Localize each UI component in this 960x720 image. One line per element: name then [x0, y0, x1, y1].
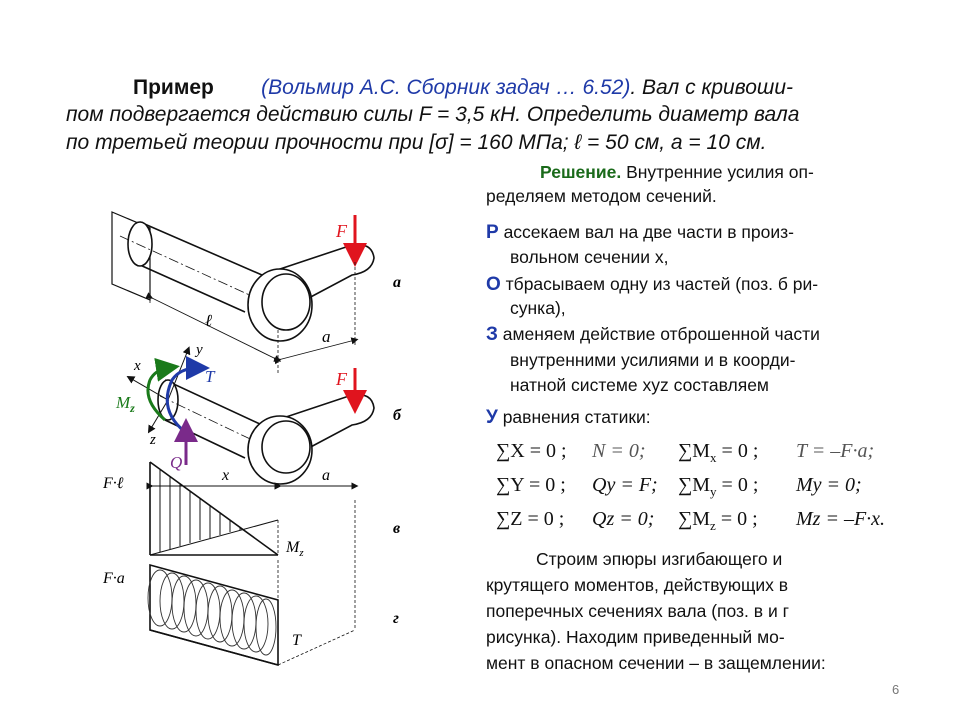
step-letter: З — [486, 324, 498, 345]
equation-row: ∑Y = 0 ; Qy = F; ∑My = 0 ; My = 0; — [496, 474, 896, 508]
t-diagram-label: T — [292, 632, 302, 649]
z-axis-label: z — [149, 432, 156, 448]
crank-hole-b — [261, 420, 311, 474]
a-dim-label: a — [322, 467, 330, 484]
step-replace: З аменяем действие отброшенной части — [486, 322, 820, 347]
eq-val2: T = –F·a; — [796, 440, 875, 462]
solution-text-2: ределяем методом сечений. — [486, 186, 717, 206]
ell-label: ℓ — [205, 311, 212, 330]
step-text: равнения статики: — [502, 407, 651, 427]
mz-arrow — [146, 357, 180, 422]
axis-b — [159, 395, 291, 459]
closing-paragraph: Строим эпюры изгибающего и крутящего мом… — [486, 546, 891, 676]
dim-tick — [277, 629, 356, 666]
step-replace-cont: внутренними усилиями и в коорди- — [510, 350, 796, 370]
torque-base — [149, 629, 279, 666]
figure-b: F y x z T Mz Q x a б — [115, 342, 402, 490]
torque-spiral-hatch — [147, 569, 277, 656]
position-label-b: б — [393, 407, 402, 424]
shaft-end-a — [127, 221, 153, 267]
step-replace-cont2: натной системе xyz составляем — [510, 375, 769, 395]
step-text: ассекаем вал на две части в произ- — [503, 222, 794, 242]
eq-sum2: ∑Mx = 0 ; — [678, 440, 759, 465]
eq-val: Qz = 0; — [592, 508, 655, 530]
figure-v-bending: F·ℓ Mz в — [102, 461, 400, 559]
eq-sum: ∑Y = 0 ; — [496, 474, 566, 496]
crank-hub-a — [247, 268, 313, 342]
step-letter: Р — [486, 222, 499, 243]
example-label: Пример — [133, 76, 214, 99]
header-tail: . Вал с кривоши- — [630, 76, 794, 99]
x-axis-label: x — [133, 358, 141, 374]
force-label-a: F — [335, 221, 348, 241]
bending-slope — [149, 461, 279, 556]
bending-hatch — [159, 470, 241, 552]
equations-block: ∑X = 0 ; N = 0; ∑Mx = 0 ; T = –F·a; ∑Y =… — [496, 440, 896, 542]
closing-line: поперечных сечениях вала (поз. в и г — [486, 601, 789, 621]
eq-sum2: ∑My = 0 ; — [678, 474, 759, 499]
position-label-a: а — [393, 274, 401, 291]
figure-g-torque: F·a T г — [102, 500, 399, 667]
dim-ell — [145, 292, 282, 362]
step-discard-cont: сунка), — [510, 298, 566, 318]
step-cut-cont: вольном сечении x, — [510, 247, 669, 267]
step-text: тбрасываем одну из частей (поз. б ри- — [505, 274, 819, 294]
eq-sum: ∑Z = 0 ; — [496, 508, 565, 530]
header-line-2: пом подвергается действию силы F = 3,5 к… — [66, 103, 800, 126]
equation-row: ∑Z = 0 ; Qz = 0; ∑Mz = 0 ; Mz = –F·x. — [496, 508, 896, 542]
crank-hub-b — [247, 415, 313, 485]
solution-title: Решение. — [540, 162, 622, 182]
eq-sum: ∑X = 0 ; — [496, 440, 567, 462]
f-a-label: F·a — [102, 570, 125, 587]
reference-link: (Вольмир А.С. Сборник задач … 6.52) — [261, 76, 631, 99]
torque-label: T — [205, 367, 216, 386]
closing-line: мент в опасном сечении – в защемлении: — [486, 653, 826, 673]
page-number: 6 — [892, 682, 900, 697]
y-axis-label: y — [194, 342, 203, 358]
example-header: Пример (Вольмир А.С. Сборник задач … 6.5… — [133, 74, 793, 101]
closing-line: Строим эпюры изгибающего и — [536, 549, 783, 569]
dim-a — [273, 337, 359, 365]
solution-text-1: Внутренние усилия оп- — [621, 162, 814, 182]
step-letter: О — [486, 274, 501, 295]
crankshaft-figure: F ℓ a а F y x z T Mz Q — [102, 211, 402, 667]
step-discard: О тбрасываем одну из частей (поз. б ри- — [486, 272, 818, 297]
figure-a: F ℓ a а — [111, 211, 401, 375]
solution-heading: Решение. Внутренние усилия оп- — [540, 160, 890, 185]
shear-label: Q — [170, 453, 182, 472]
equation-row: ∑X = 0 ; N = 0; ∑Mx = 0 ; T = –F·a; — [496, 440, 896, 474]
x-dim-label: x — [221, 467, 229, 484]
step-equations: У равнения статики: — [486, 405, 651, 430]
closing-line: крутящего моментов, действующих в — [486, 575, 789, 595]
a-label: a — [322, 327, 331, 346]
eq-sum2: ∑Mz = 0 ; — [678, 508, 758, 533]
eq-val: N = 0; — [592, 440, 646, 462]
bending-iso-line — [149, 519, 279, 556]
mz-label: Mz — [115, 393, 135, 415]
position-label-g: г — [393, 610, 399, 627]
eq-val2: Mz = –F·x. — [796, 508, 886, 530]
header-line-3: по третьей теории прочности при [σ] = 16… — [66, 131, 767, 154]
force-label-b: F — [335, 369, 348, 389]
step-cut: Р ассекаем вал на две части в произ- — [486, 220, 891, 245]
step-letter: У — [486, 407, 498, 428]
position-label-v: в — [393, 520, 400, 537]
mz-diagram-label: Mz — [285, 539, 304, 559]
f-ell-label: F·ℓ — [102, 475, 124, 492]
step-text: аменяем действие отброшенной части — [502, 324, 820, 344]
eq-val: Qy = F; — [592, 474, 658, 496]
shaft-a — [139, 221, 263, 313]
closing-line: рисунка). Находим приведенный мо- — [486, 627, 785, 647]
eq-val2: My = 0; — [796, 474, 862, 496]
